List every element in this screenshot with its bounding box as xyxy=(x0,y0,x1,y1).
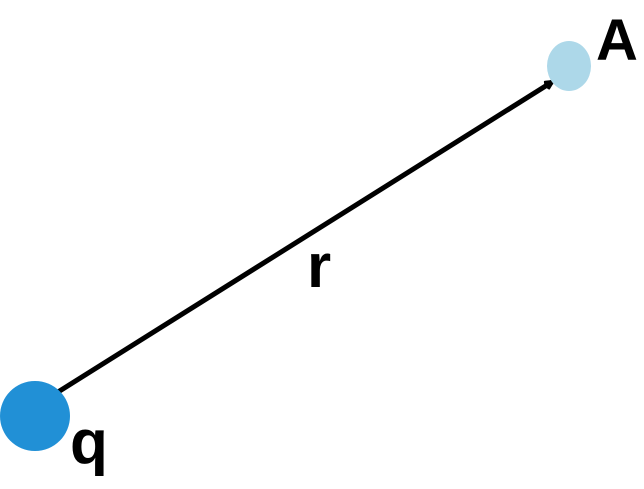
vector-label: r xyxy=(307,232,331,301)
displacement-vector-arrow xyxy=(56,82,552,395)
field-point-label: A xyxy=(596,8,638,73)
field-point-circle xyxy=(547,41,591,91)
source-charge-label: q xyxy=(70,408,108,477)
source-charge-circle xyxy=(0,381,70,451)
